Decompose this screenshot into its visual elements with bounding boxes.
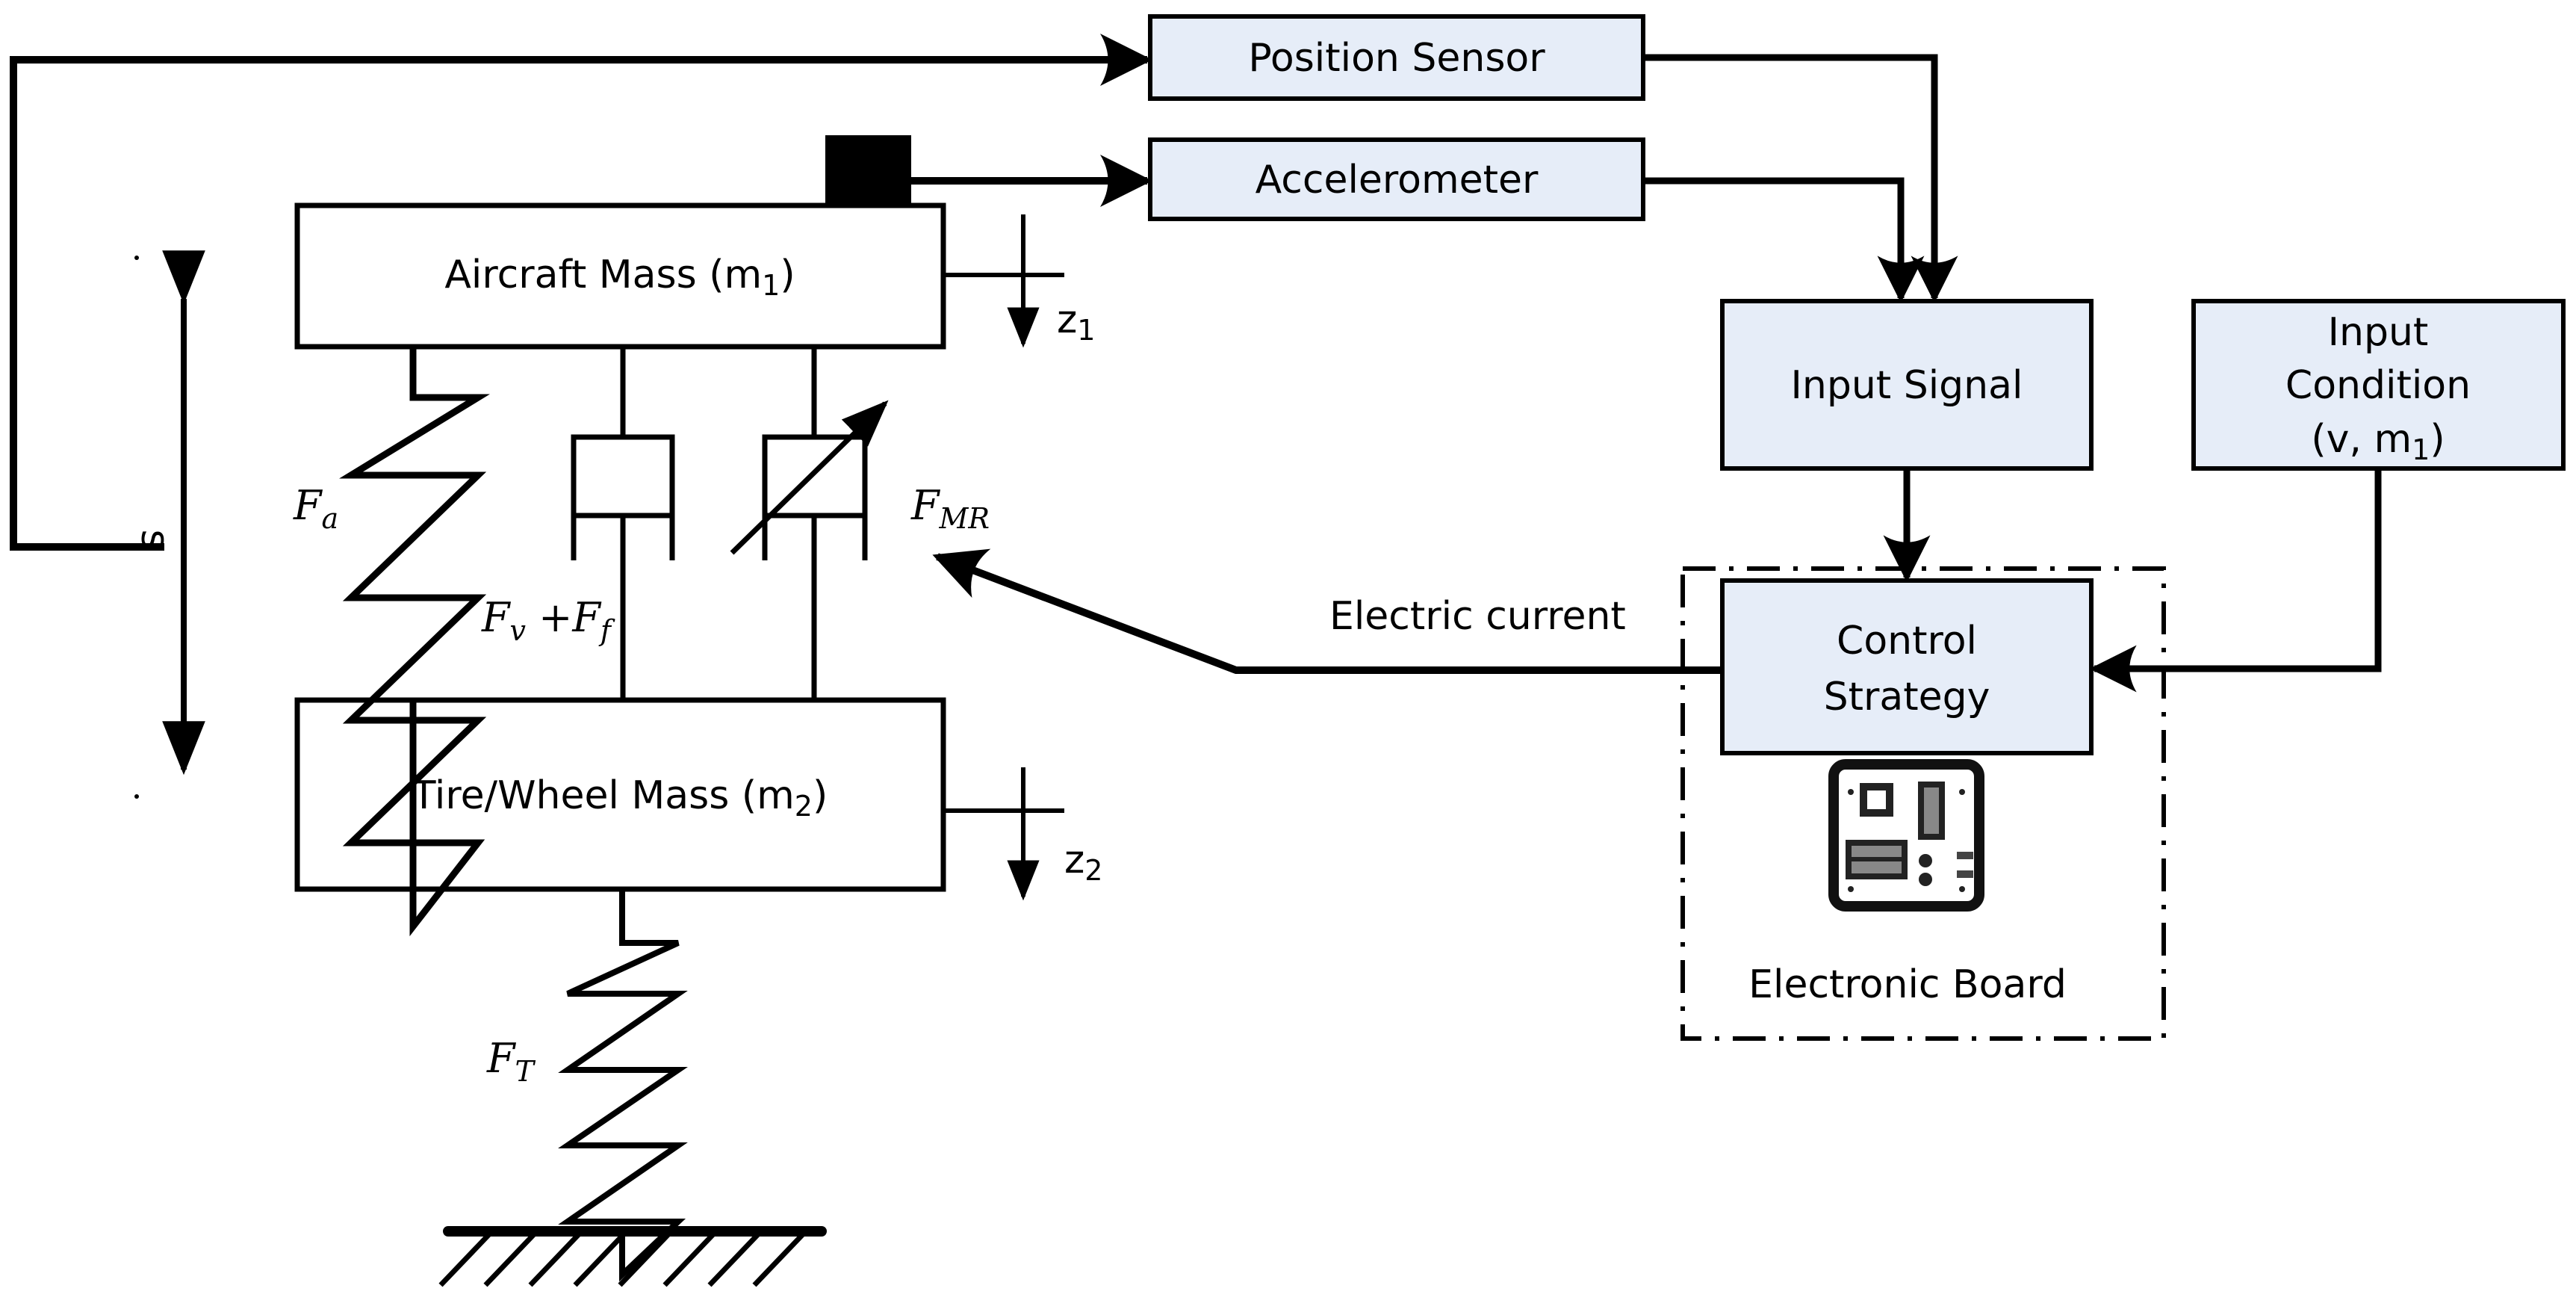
control-strategy-line2: Strategy [1824,675,1990,720]
electric-current-label: Electric current [1329,594,1626,639]
stroke-feedback-line [10,34,1152,551]
position-to-input-line [1643,54,1958,303]
mr-damper-icon [730,347,889,700]
position-sensor-label: Position Sensor [1248,36,1545,81]
circuit-board-icon [1828,759,1984,912]
mr-damper-force-label: FMR [910,482,990,535]
aircraft-mass-label: Aircraft Mass (m1) [444,253,795,302]
air-spring-force-label: Fa [293,482,338,535]
z2-displacement-arrow [943,767,1064,901]
electric-current-line [932,548,1722,674]
viscous-damper-icon [571,347,675,700]
tire-mass-label: Tire/Wheel Mass (m2) [412,773,828,823]
position-sensor-block: Position Sensor [1148,14,1645,101]
z2-label: z2 [1064,838,1102,887]
tire-spring-icon [558,889,688,1282]
air-spring-icon [339,347,490,937]
z1-displacement-arrow [943,214,1064,348]
condition-to-control-line [2089,468,2382,693]
ground-icon [438,1226,827,1287]
electronic-board-label: Electronic Board [1748,962,2067,1007]
accelerometer-label: Accelerometer [1256,158,1539,202]
tire-spring-force-label: FT [486,1035,536,1088]
control-strategy-line1: Control [1837,619,1977,663]
tire-mass-block: Tire/Wheel Mass (m2) [294,697,946,892]
accelerometer-sensor-icon [825,135,911,204]
accel-to-input-line [1643,177,1925,303]
input-signal-label: Input Signal [1791,363,2023,408]
aircraft-mass-block: Aircraft Mass (m1) [294,202,946,350]
input-condition-line3: (v, m1) [2311,417,2445,466]
input-signal-block: Input Signal [1720,299,2094,471]
accelerometer-block: Accelerometer [1148,137,1645,221]
input-condition-line2: Condition [2285,363,2471,408]
z1-label: z1 [1057,297,1095,347]
viscous-friction-force-label: Fv +Ff [481,594,615,647]
stroke-label: s [132,529,177,549]
control-strategy-block: Control Strategy [1720,578,2094,755]
input-condition-block: Input Condition (v, m1) [2191,299,2566,471]
input-condition-line1: Input [2328,310,2429,355]
